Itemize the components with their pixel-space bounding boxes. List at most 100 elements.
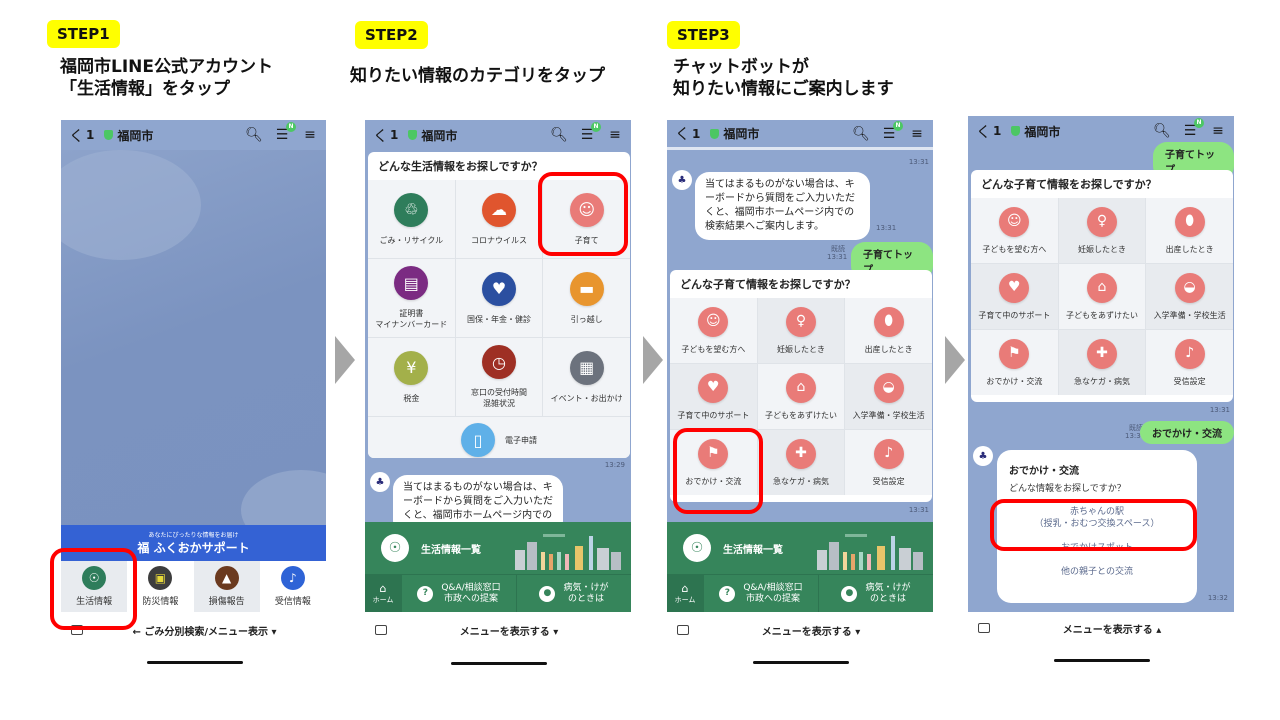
category-corona[interactable]: ☁ コロナウイルス — [455, 180, 543, 258]
childcare-outing[interactable]: ⚑おでかけ・交流 — [971, 330, 1058, 395]
childcare-pregnancy[interactable]: ♀妊娠したとき — [757, 298, 845, 363]
category-tax[interactable]: ¥ 税金 — [368, 338, 455, 416]
menu-toggle[interactable]: メニューを表示する ▴ — [1062, 624, 1162, 636]
childcare-pregnancy[interactable]: ♀妊娠したとき — [1058, 198, 1146, 263]
category-label: 妊娠したとき — [1077, 244, 1126, 254]
childcare-support[interactable]: ♥子育て中のサポート — [971, 264, 1058, 329]
richmenu-label: 損傷報告 — [208, 597, 245, 607]
bot-avatar-icon: ♣ — [672, 170, 692, 190]
category-label: 証明書 マイナンバーカード — [375, 309, 448, 329]
childcare-category-card: どんな子育て情報をお探しですか？ ☺子どもを望む方へ ♀妊娠したとき ⬮出産した… — [971, 170, 1233, 402]
childcare-birth[interactable]: ⬮出産したとき — [845, 298, 932, 363]
category-label: 国保・年金・健診 — [466, 314, 531, 324]
read-receipt: 既読 — [1129, 424, 1143, 432]
keyboard-icon[interactable] — [71, 625, 83, 635]
childcare-nursery[interactable]: ⌂子どもをあずけたい — [1058, 264, 1146, 329]
search-icon[interactable]: 🔍︎ — [550, 127, 568, 143]
lightbulb-icon: ☉ — [381, 534, 409, 562]
verified-shield-icon — [710, 128, 720, 139]
next-arrow-icon — [335, 336, 355, 384]
childcare-school[interactable]: ◒入学準備・学校生活 — [845, 364, 932, 429]
childcare-nursery[interactable]: ⌂子どもをあずけたい — [757, 364, 845, 429]
keyboard-icon[interactable] — [375, 625, 387, 635]
phone-screen-step3-result: く 1 福岡市 🔍︎ ☰N ≡ 子育てトップ どんな子育て情報をお探しですか？ … — [968, 116, 1234, 612]
menu-icon[interactable]: ≡ — [304, 127, 316, 143]
richmenu-qa[interactable]: ? Q&A/相談窓口 市政への提案 — [401, 575, 516, 612]
childcare-notifications[interactable]: ♪受信設定 — [1146, 330, 1233, 395]
keyboard-icon[interactable] — [677, 625, 689, 635]
notes-icon[interactable]: ☰N — [579, 122, 601, 143]
heart-hand-icon: ♥ — [481, 271, 516, 306]
verified-shield-icon — [104, 130, 114, 140]
notes-icon[interactable]: ☰N — [274, 122, 296, 143]
notes-icon[interactable]: ☰N — [881, 120, 903, 142]
childcare-support[interactable]: ♥子育て中のサポート — [670, 364, 757, 429]
childcare-birth[interactable]: ⬮出産したとき — [1146, 198, 1233, 263]
menu-icon[interactable]: ≡ — [1212, 123, 1224, 139]
richmenu-qa[interactable]: ? Q&A/相談窓口 市政への提案 — [703, 575, 818, 612]
richmenu-damage-report[interactable]: ▲ 損傷報告 — [193, 561, 260, 612]
next-arrow-icon — [643, 336, 663, 384]
category-moving[interactable]: ▬ 引っ越し — [543, 259, 630, 337]
rich-menu: ☉ 生活情報一覧 ⌂ ホーム ? Q&A/相談窓口 市政への提案 ● — [365, 522, 631, 612]
chat-header: く 1 福岡市 🔍︎ ☰N ≡ — [365, 120, 631, 150]
banner-subtitle: あなたにぴったりな情報をお届け — [148, 532, 239, 539]
menu-icon[interactable]: ≡ — [911, 125, 923, 142]
timestamp: 13:31 — [876, 224, 897, 232]
option-parent-exchange[interactable]: 他の親子との交流 — [1061, 567, 1133, 577]
richmenu-label: 病気・けが のときは — [865, 582, 911, 604]
bot-avatar-icon: ♣ — [973, 446, 993, 466]
nursery-building-icon: ⌂ — [1086, 272, 1117, 303]
category-events[interactable]: ▦ イベント・お出かけ — [543, 338, 630, 416]
category-label: 子育て中のサポート — [677, 410, 750, 420]
category-label: 入学準備・学校生活 — [1153, 310, 1226, 320]
option-baby-station[interactable]: 赤ちゃんの駅 （授乳・おむつ交換スペース） — [1034, 507, 1160, 529]
unread-count: 1 — [692, 126, 701, 141]
bot-message: 当てはまるものがない場合は、キーボードから質問をご入力いただくと、福岡市ホームペ… — [695, 172, 870, 240]
richmenu-home[interactable]: ⌂ ホーム — [365, 575, 401, 612]
newborn-icon: ⬮ — [873, 306, 904, 337]
menu-toggle[interactable]: メニューを表示する ▾ — [459, 626, 559, 638]
unread-count: 1 — [86, 128, 95, 142]
category-e-application[interactable]: ▯ 電子申請 — [368, 417, 630, 458]
richmenu-received-info[interactable]: ♪ 受信情報 — [260, 561, 326, 612]
banner-title: 福 ふくおかサポート — [137, 541, 250, 555]
fukuoka-support-banner[interactable]: あなたにぴったりな情報をお届け 福 ふくおかサポート — [61, 525, 326, 561]
richmenu-life-list[interactable]: ☉ 生活情報一覧 — [365, 522, 631, 575]
childcare-wish[interactable]: ☺子どもを望む方へ — [971, 198, 1058, 263]
home-icon: ⌂ — [681, 582, 689, 595]
step3-badge: STEP3 — [667, 21, 740, 49]
back-icon[interactable]: く — [976, 122, 992, 141]
search-icon[interactable]: 🔍︎ — [245, 127, 263, 143]
richmenu-sick[interactable]: ● 病気・けが のときは — [818, 575, 933, 612]
category-office-hours[interactable]: ◷ 窓口の受付時間 混雑状況 — [455, 338, 543, 416]
childcare-emergency[interactable]: ✚急なケガ・病気 — [757, 430, 845, 495]
richmenu-sick[interactable]: ● 病気・けが のときは — [516, 575, 631, 612]
school-bag-icon: ◒ — [1174, 272, 1205, 303]
childcare-emergency[interactable]: ✚急なケガ・病気 — [1058, 330, 1146, 395]
category-insurance[interactable]: ♥ 国保・年金・健診 — [455, 259, 543, 337]
category-garbage[interactable]: ♲ ごみ・リサイクル — [368, 180, 455, 258]
category-certificates[interactable]: ▤ 証明書 マイナンバーカード — [368, 259, 455, 337]
back-icon[interactable]: く — [373, 126, 389, 145]
childcare-school[interactable]: ◒ 入学準備・学校生活 — [1146, 264, 1233, 329]
richmenu-life-info[interactable]: ☉ 生活情報 — [61, 561, 128, 612]
notes-icon[interactable]: ☰N — [1182, 118, 1204, 139]
back-icon[interactable]: く — [675, 125, 691, 143]
richmenu-disaster-info[interactable]: ▣ 防災情報 — [127, 561, 193, 612]
category-label: おでかけ・交流 — [685, 476, 742, 486]
timestamp: 13:31 — [908, 506, 929, 514]
search-icon[interactable]: 🔍︎ — [852, 125, 870, 142]
menu-toggle[interactable]: ← ごみ分別検索/メニュー表示 ▾ — [132, 626, 277, 638]
back-icon[interactable]: く — [69, 126, 85, 145]
richmenu-home[interactable]: ⌂ ホーム — [667, 575, 703, 612]
richmenu-life-list[interactable]: ☉ 生活情報一覧 — [667, 522, 933, 575]
menu-icon[interactable]: ≡ — [609, 127, 621, 143]
backpack-icon: ▣ — [148, 566, 173, 590]
highlight-box — [673, 428, 763, 514]
childcare-notifications[interactable]: ♪受信設定 — [845, 430, 932, 495]
childcare-wish[interactable]: ☺子どもを望む方へ — [670, 298, 757, 363]
menu-toggle[interactable]: メニューを表示する ▾ — [761, 626, 861, 638]
search-icon[interactable]: 🔍︎ — [1153, 123, 1171, 139]
keyboard-icon[interactable] — [978, 623, 990, 633]
